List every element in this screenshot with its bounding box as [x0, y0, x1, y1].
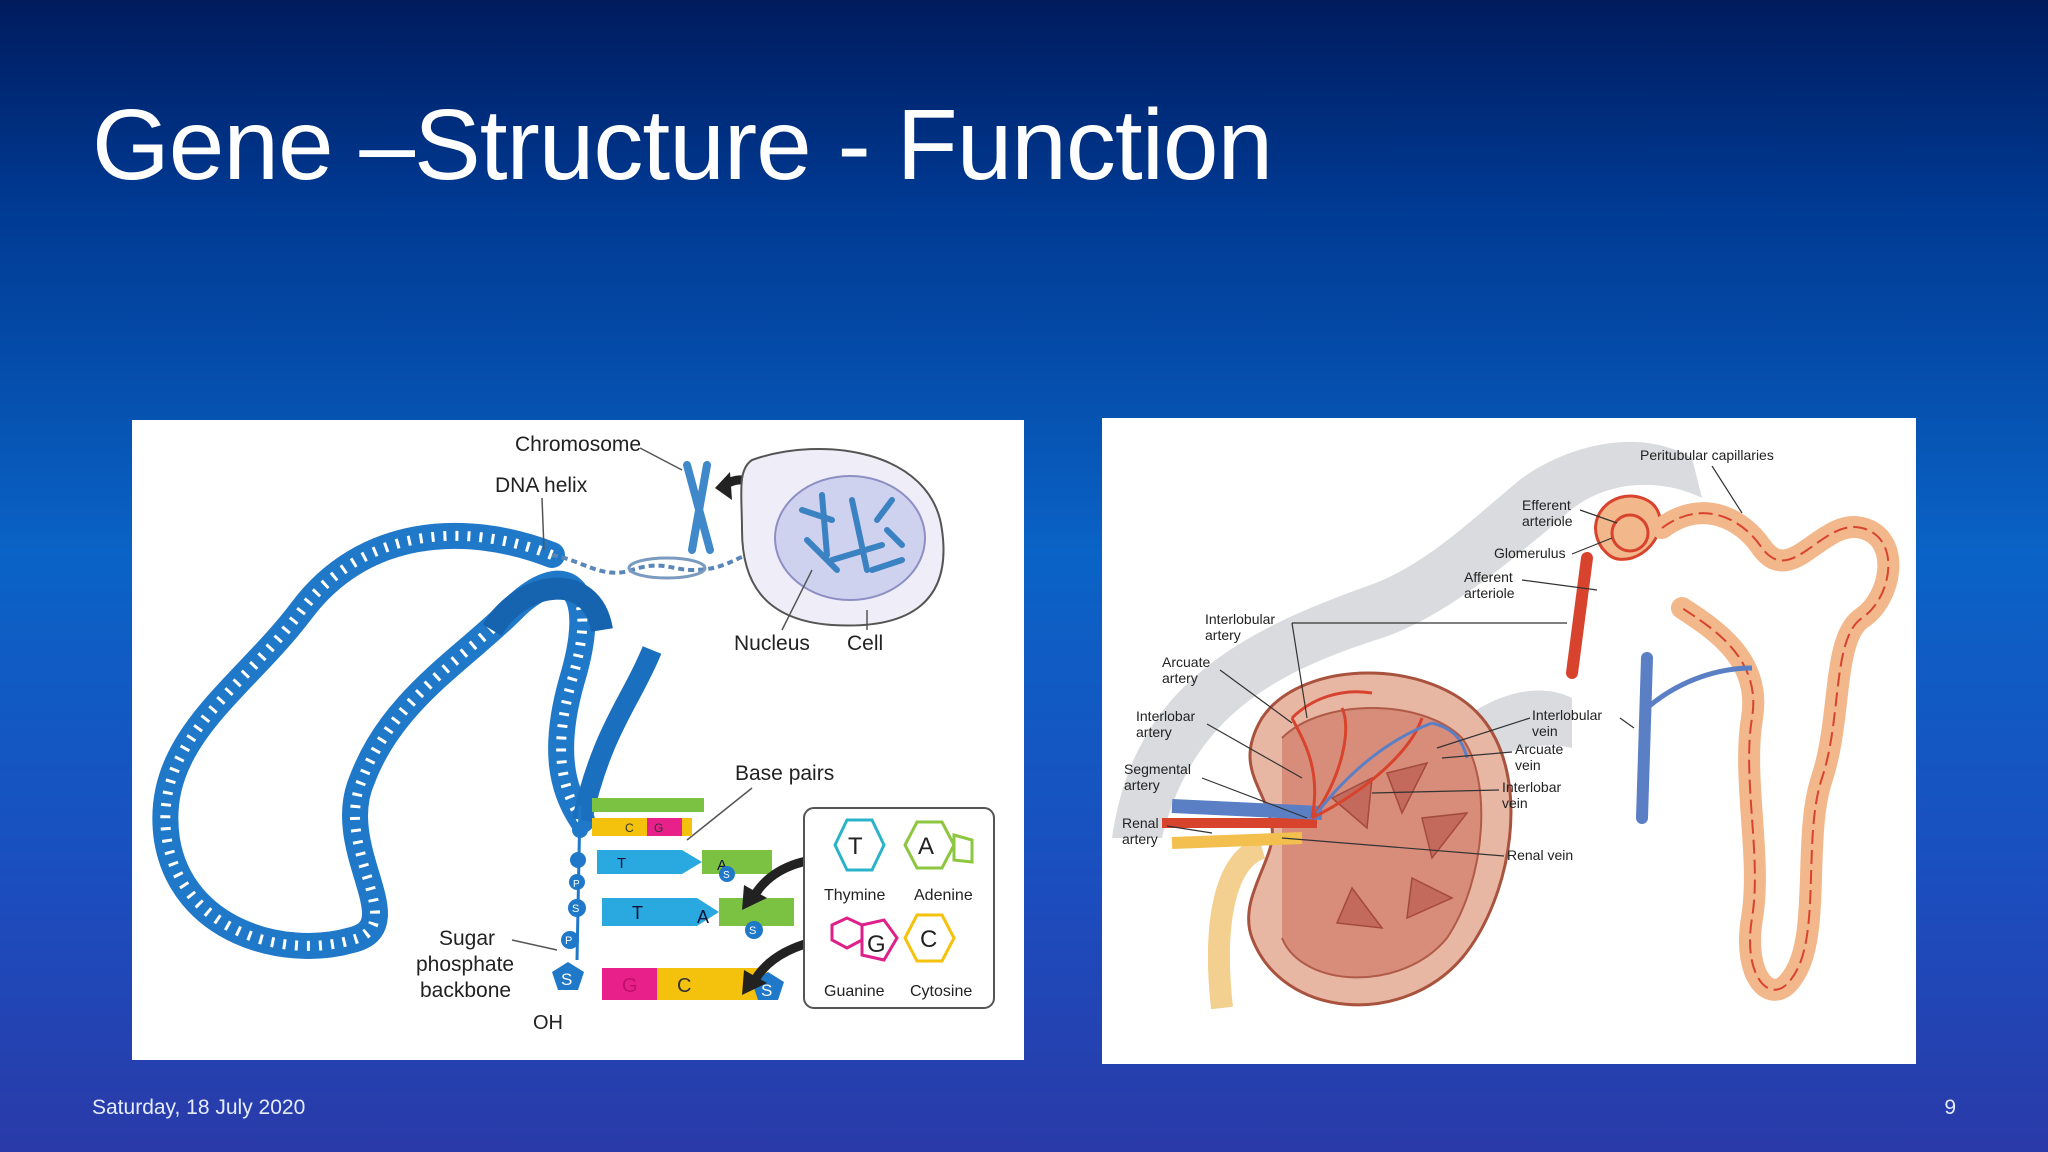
label-afferent-2: arteriole — [1464, 585, 1515, 601]
label-segmental-artery-2: artery — [1124, 777, 1160, 793]
base-letter-thymine: T — [848, 833, 863, 860]
label-interlobar-vein-2: vein — [1502, 795, 1528, 811]
label-oh: OH — [533, 1012, 563, 1034]
label-renal-artery-1: Renal — [1122, 815, 1159, 831]
kidney-blood-supply-figure: Peritubular capillaries Efferent arterio… — [1102, 418, 1916, 1064]
dna-structure-figure: Chromosome DNA helix Nucleus Cell Base p… — [132, 420, 1024, 1060]
label-arcuate-artery-1: Arcuate — [1162, 654, 1210, 670]
label-efferent-2: arteriole — [1522, 513, 1573, 529]
slide-page-number: 9 — [1944, 1096, 1956, 1119]
base-name-thymine: Thymine — [824, 887, 885, 904]
venous-tree — [1315, 721, 1469, 814]
label-chromosome: Chromosome — [515, 433, 641, 456]
cell-icon — [740, 447, 945, 627]
label-renal-vein: Renal vein — [1507, 847, 1573, 863]
ureter — [1207, 837, 1267, 1010]
rung-2-right: A — [717, 857, 727, 874]
base-letter-cytosine: C — [920, 926, 937, 953]
rung-1-left: C — [625, 821, 634, 835]
rung-4-right: C — [677, 975, 691, 997]
label-backbone: backbone — [420, 979, 511, 1002]
slide-title: Gene –Structure - Function — [92, 89, 1273, 201]
label-interlobar-vein-1: Interlobar — [1502, 779, 1561, 795]
label-dna-helix: DNA helix — [495, 474, 588, 497]
rung-1-right: G — [654, 821, 663, 835]
rung-3-left: T — [632, 903, 643, 923]
label-interlobar-artery-1: Interlobar — [1136, 708, 1195, 724]
label-efferent-1: Efferent — [1522, 497, 1571, 513]
label-cell: Cell — [847, 632, 883, 655]
label-nucleus: Nucleus — [734, 632, 810, 655]
dna-thin-strand — [551, 553, 748, 575]
label-interlobular-artery-1: Interlobular — [1205, 611, 1275, 627]
label-interlobular-vein-1: Interlobular — [1532, 707, 1602, 723]
label-peritubular-capillaries: Peritubular capillaries — [1640, 447, 1774, 463]
base-name-guanine: Guanine — [824, 983, 885, 1000]
nephron-icon — [1566, 494, 1900, 1001]
dna-large-helix — [152, 522, 662, 959]
label-arcuate-vein-2: vein — [1515, 757, 1541, 773]
label-interlobular-vein-2: vein — [1532, 723, 1558, 739]
rung-2-left: T — [617, 855, 626, 872]
label-interlobular-artery-2: artery — [1205, 627, 1241, 643]
chromosome-icon — [683, 461, 714, 554]
sugar-node-1: S — [572, 903, 579, 915]
base-letter-adenine: A — [918, 833, 934, 860]
base-legend-box: T A Thymine Adenine G C Guanine Cytosine — [803, 807, 995, 1009]
rung-4-left: G — [622, 975, 638, 997]
label-arcuate-vein-1: Arcuate — [1515, 741, 1563, 757]
base-name-adenine: Adenine — [914, 887, 973, 904]
sugar-node-3: S — [723, 870, 730, 881]
base-name-cytosine: Cytosine — [910, 983, 972, 1000]
label-renal-artery-2: artery — [1122, 831, 1158, 847]
label-segmental-artery-1: Segmental — [1124, 761, 1191, 777]
rung-3-right: A — [697, 907, 709, 927]
sugar-node-right: S — [761, 981, 772, 1000]
label-interlobar-artery-2: artery — [1136, 724, 1172, 740]
phosphate-node-2: P — [565, 935, 572, 947]
slide-date: Saturday, 18 July 2020 — [92, 1096, 306, 1119]
base-letter-guanine: G — [867, 931, 886, 958]
label-sugar: Sugar — [439, 927, 495, 950]
label-arcuate-artery-2: artery — [1162, 670, 1198, 686]
phosphate-node-1: P — [573, 879, 580, 890]
flow-arrow-band — [1112, 441, 1702, 838]
sugar-node-2: S — [749, 925, 756, 937]
label-base-pairs: Base pairs — [735, 762, 834, 785]
label-glomerulus: Glomerulus — [1494, 545, 1566, 561]
label-afferent-1: Afferent — [1464, 569, 1513, 585]
label-phosphate: phosphate — [416, 953, 514, 976]
sugar-node-left: S — [561, 970, 572, 989]
kidney-icon — [1247, 671, 1513, 1007]
